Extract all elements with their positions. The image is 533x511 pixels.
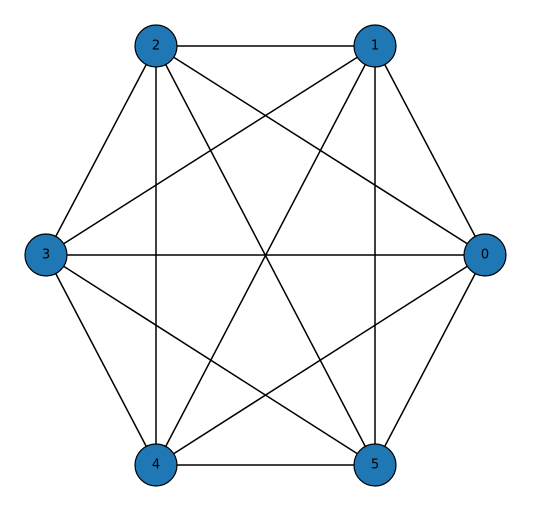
node-0: 0 <box>463 233 507 277</box>
node-label-1: 1 <box>371 39 379 54</box>
node-circle-3 <box>24 233 68 277</box>
node-circle-5 <box>353 443 397 487</box>
node-label-2: 2 <box>152 39 160 54</box>
edge-3-4 <box>45 254 157 466</box>
node-label-0: 0 <box>481 248 489 263</box>
edge-2-3 <box>45 45 157 256</box>
edge-3-5 <box>45 254 376 466</box>
node-label-4: 4 <box>152 458 160 473</box>
edges-layer <box>45 45 486 466</box>
node-circle-4 <box>134 443 178 487</box>
edge-2-5 <box>155 45 376 466</box>
edge-0-1 <box>374 45 486 256</box>
node-2: 2 <box>134 24 178 68</box>
node-label-5: 5 <box>371 458 379 473</box>
node-3: 3 <box>24 233 68 277</box>
node-label-3: 3 <box>42 248 50 263</box>
node-4: 4 <box>134 443 178 487</box>
nodes-layer: 0 1 2 3 4 5 <box>24 24 507 487</box>
node-circle-1 <box>353 24 397 68</box>
edge-0-5 <box>374 254 486 466</box>
node-1: 1 <box>353 24 397 68</box>
node-5: 5 <box>353 443 397 487</box>
node-circle-2 <box>134 24 178 68</box>
node-circle-0 <box>463 233 507 277</box>
